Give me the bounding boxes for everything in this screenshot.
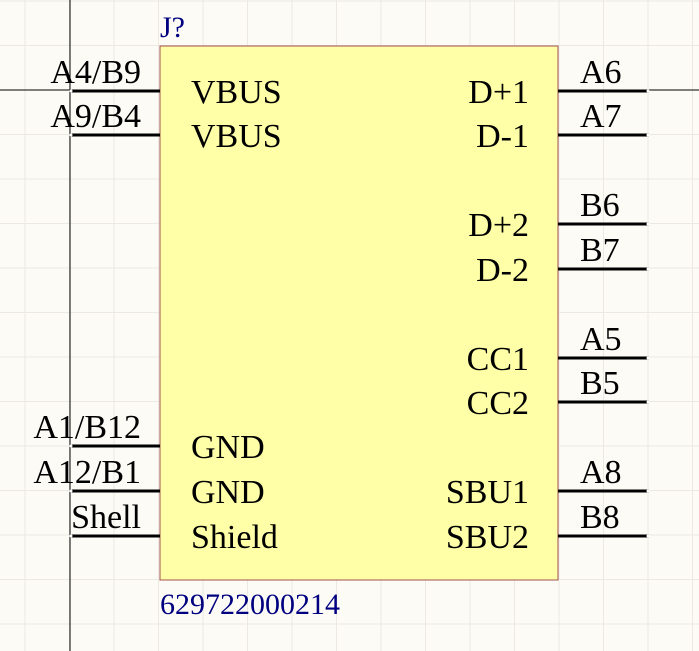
left-pin-group: A4/B9VBUSA9/B4VBUSA1/B12GNDA12/B1GNDShel… [33, 54, 281, 556]
right-pin[interactable]: A6D+1 [468, 54, 650, 111]
pin-number: B5 [580, 365, 620, 402]
right-pin[interactable]: B6D+2 [468, 187, 650, 244]
pin-name: SBU2 [446, 519, 529, 556]
pin-hotspot [646, 400, 650, 404]
pin-hotspot [646, 222, 650, 226]
pin-number: A7 [580, 98, 622, 135]
pin-hotspot [69, 89, 73, 93]
pin-number: B6 [580, 187, 620, 224]
pin-name: CC2 [467, 385, 529, 422]
pin-name: CC1 [467, 341, 529, 378]
right-pin-group: A6D+1A7D-1B6D+2B7D-2A5CC1B5CC2A8SBU1B8SB… [446, 54, 650, 556]
pin-name: D-2 [476, 252, 529, 289]
right-pin[interactable]: B7D-2 [476, 232, 650, 289]
pin-name: D+2 [468, 207, 529, 244]
pin-number: A12/B1 [33, 454, 141, 491]
pin-name: D-1 [476, 118, 529, 155]
right-pin[interactable]: A7D-1 [476, 98, 650, 155]
pin-name: GND [191, 429, 265, 466]
pin-name: SBU1 [446, 474, 529, 511]
pin-hotspot [69, 133, 73, 137]
pin-hotspot [646, 356, 650, 360]
pin-hotspot [646, 534, 650, 538]
pin-name: D+1 [468, 74, 529, 111]
pin-hotspot [646, 89, 650, 93]
pin-hotspot [69, 534, 73, 538]
component-body[interactable] [159, 45, 559, 581]
pin-number: B7 [580, 232, 620, 269]
pin-hotspot [646, 489, 650, 493]
pin-hotspot [646, 133, 650, 137]
pin-number: A5 [580, 321, 622, 358]
component-designator[interactable]: J? [160, 11, 185, 44]
pin-number: A1/B12 [33, 409, 141, 446]
pin-number: A9/B4 [50, 98, 141, 135]
pin-number: A6 [580, 54, 622, 91]
pin-hotspot [646, 267, 650, 271]
pin-number: B8 [580, 499, 620, 536]
pin-number: A8 [580, 454, 622, 491]
component-comment[interactable]: 629722000214 [160, 588, 340, 621]
pin-name: VBUS [191, 74, 282, 111]
pin-name: Shield [191, 519, 278, 556]
pin-hotspot [69, 489, 73, 493]
pin-name: VBUS [191, 118, 282, 155]
pin-name: GND [191, 474, 265, 511]
pin-number: A4/B9 [50, 54, 141, 91]
pin-number: Shell [71, 499, 141, 536]
pin-hotspot [69, 444, 73, 448]
